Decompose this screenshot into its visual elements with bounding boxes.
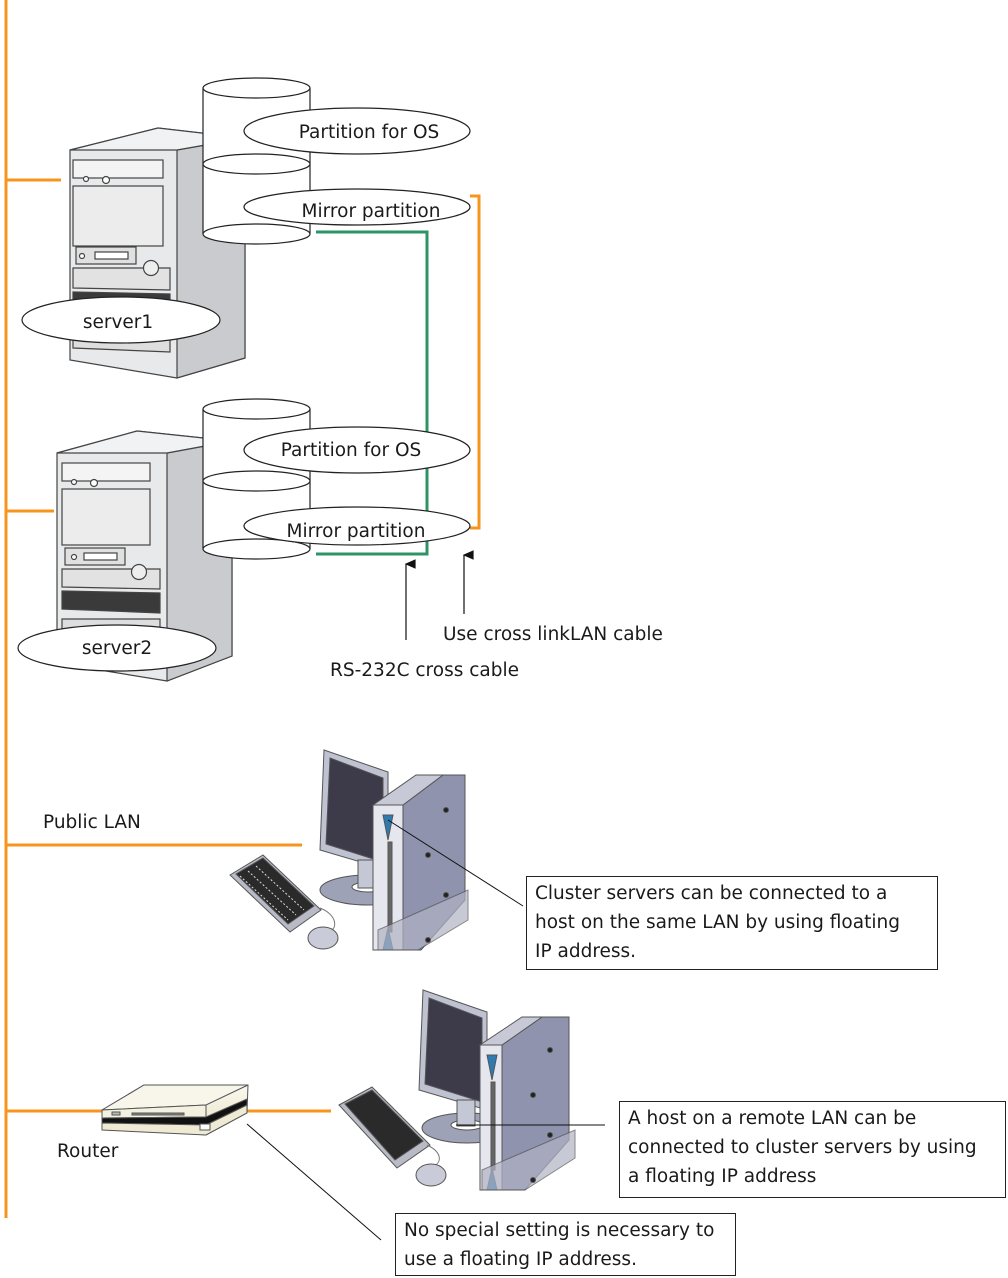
public-lan-label: Public LAN [43,812,141,833]
partition-label: Mirror partition [302,201,441,222]
remote-client-pc-icon [338,989,576,1191]
router-icon [101,1084,249,1136]
router-label: Router [57,1141,119,1162]
mirror-partition-label-1: Mirror partition [243,188,471,226]
callout-line: host on the same LAN by using floating [535,912,900,933]
server2 [56,398,311,682]
partition-label: Mirror partition [287,521,426,542]
callout-line: IP address. [535,941,637,962]
partition-label: Partition for OS [299,122,440,143]
cross-lan-cable-label: Use cross linkLAN cable [443,624,663,645]
server-name: server2 [82,638,152,659]
callout-remote-lan: A host on a remote LAN can be connected … [619,1101,1006,1198]
router-callout-leader [246,1123,382,1241]
disk-cylinder [202,398,311,560]
rs232c-cable-label: RS-232C cross cable [330,660,519,681]
callout-router-note: No special setting is necessary to use a… [395,1213,736,1276]
callout-line: connected to cluster servers by using [628,1137,977,1158]
callout-line: use a floating IP address. [404,1249,637,1270]
partition-label: Partition for OS [281,440,422,461]
client-pc-icon [229,749,469,951]
desktop-tower-icon [371,774,469,951]
rs232c-cable [316,230,429,556]
mouse-icon [415,1163,447,1187]
callout-line: A host on a remote LAN can be [628,1108,917,1129]
cross-lan-cable [470,194,481,530]
callout-line: No special setting is necessary to [404,1220,715,1241]
callout-line: a floating IP address [628,1166,817,1187]
lan-backbone [4,0,331,1218]
keyboard-icon [338,1086,431,1169]
server1-label: server1 [21,296,221,344]
mouse-icon [307,926,339,950]
partition-os-label-1: Partition for OS [243,107,471,155]
same-lan-callout-leader [387,819,524,907]
partition-os-label-2: Partition for OS [243,426,471,474]
keyboard-icon [229,854,322,933]
server2-label: server2 [17,624,217,672]
server-name: server1 [83,312,153,333]
callout-same-lan: Cluster servers can be connected to a ho… [526,876,938,970]
desktop-tower-icon [478,1016,576,1191]
callout-line: Cluster servers can be connected to a [535,883,888,904]
mirror-partition-label-2: Mirror partition [243,506,471,546]
